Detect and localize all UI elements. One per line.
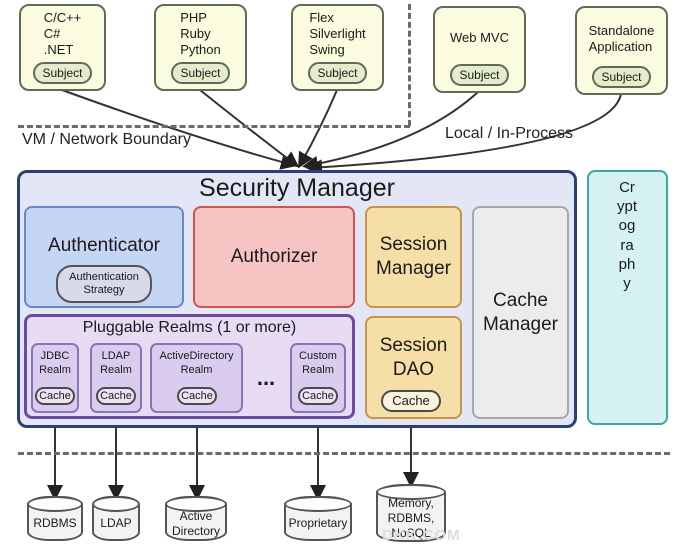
client-standalone-label: Standalone Application: [588, 23, 655, 54]
client-web-mvc-label: Web MVC: [450, 30, 509, 45]
client-web-mvc: Web MVC Subject: [433, 6, 526, 93]
session-dao-label: Session DAO: [379, 335, 448, 380]
client-dotnet-label: C/C++ C# .NET: [43, 10, 82, 57]
vm-boundary-line: [18, 125, 410, 128]
store-rdbms: RDBMS: [27, 496, 83, 541]
watermark: DKK.COM: [382, 527, 461, 544]
store-rdbms-label: RDBMS: [33, 516, 77, 530]
client-dotnet: C/C++ C# .NET Subject: [19, 4, 106, 91]
pluggable-realms-title: Pluggable Realms (1 or more): [82, 319, 297, 336]
realm-active-directory-label: ActiveDirectory Realm: [159, 350, 234, 376]
realm-ldap-label: LDAP Realm: [100, 350, 132, 376]
store-ldap: LDAP: [92, 496, 140, 541]
cache-manager-label: Cache Manager: [483, 289, 558, 335]
realm-custom-label: Custom Realm: [299, 350, 337, 376]
vm-boundary-vertical-line: [408, 4, 411, 126]
client-rich-ui: Flex Silverlight Swing Subject: [291, 4, 384, 91]
realm-cache: Cache: [177, 387, 217, 405]
subject-badge: Subject: [592, 66, 651, 88]
realm-cache: Cache: [298, 387, 338, 405]
subject-badge: Subject: [450, 64, 509, 86]
store-memory: Memory, RDBMS, NoSQL: [376, 484, 446, 542]
subject-badge: Subject: [308, 62, 367, 84]
subject-badge: Subject: [171, 62, 230, 84]
store-ldap-label: LDAP: [100, 516, 132, 530]
security-manager-title: Security Manager: [199, 173, 395, 202]
session-manager: Session Manager: [365, 206, 462, 308]
cryptography-label: Cryptography: [617, 179, 638, 293]
realm-cache: Cache: [96, 387, 136, 405]
authentication-strategy: Authentication Strategy: [56, 265, 152, 303]
store-memory-label: Memory, RDBMS, NoSQL: [387, 495, 435, 540]
store-proprietary-label: Proprietary: [288, 516, 348, 530]
authenticator-label: Authenticator: [48, 235, 160, 256]
subject-badge: Subject: [33, 62, 92, 84]
client-rich-ui-label: Flex Silverlight Swing: [309, 10, 366, 57]
storage-boundary-line: [18, 452, 670, 455]
authorizer: Authorizer: [193, 206, 355, 308]
cryptography: [587, 170, 668, 425]
store-active-directory-label: Active Directory: [171, 508, 220, 538]
session-manager-label: Session Manager: [376, 234, 451, 279]
realm-jdbc-label: JDBC Realm: [39, 350, 71, 376]
local-boundary-label: Local / In-Process: [445, 125, 574, 142]
store-active-directory: Active Directory: [165, 496, 227, 541]
store-proprietary: Proprietary: [284, 496, 352, 541]
realm-cache: Cache: [35, 387, 75, 405]
session-dao-cache: Cache: [381, 390, 441, 412]
cache-manager: Cache Manager: [472, 206, 569, 419]
vm-network-boundary-label: VM / Network Boundary: [22, 131, 191, 148]
client-scripting-label: PHP Ruby Python: [180, 10, 221, 57]
authorizer-label: Authorizer: [230, 246, 318, 267]
client-standalone: Standalone Application Subject: [575, 6, 668, 95]
realms-ellipsis: ...: [256, 365, 276, 390]
client-scripting: PHP Ruby Python Subject: [154, 4, 247, 91]
